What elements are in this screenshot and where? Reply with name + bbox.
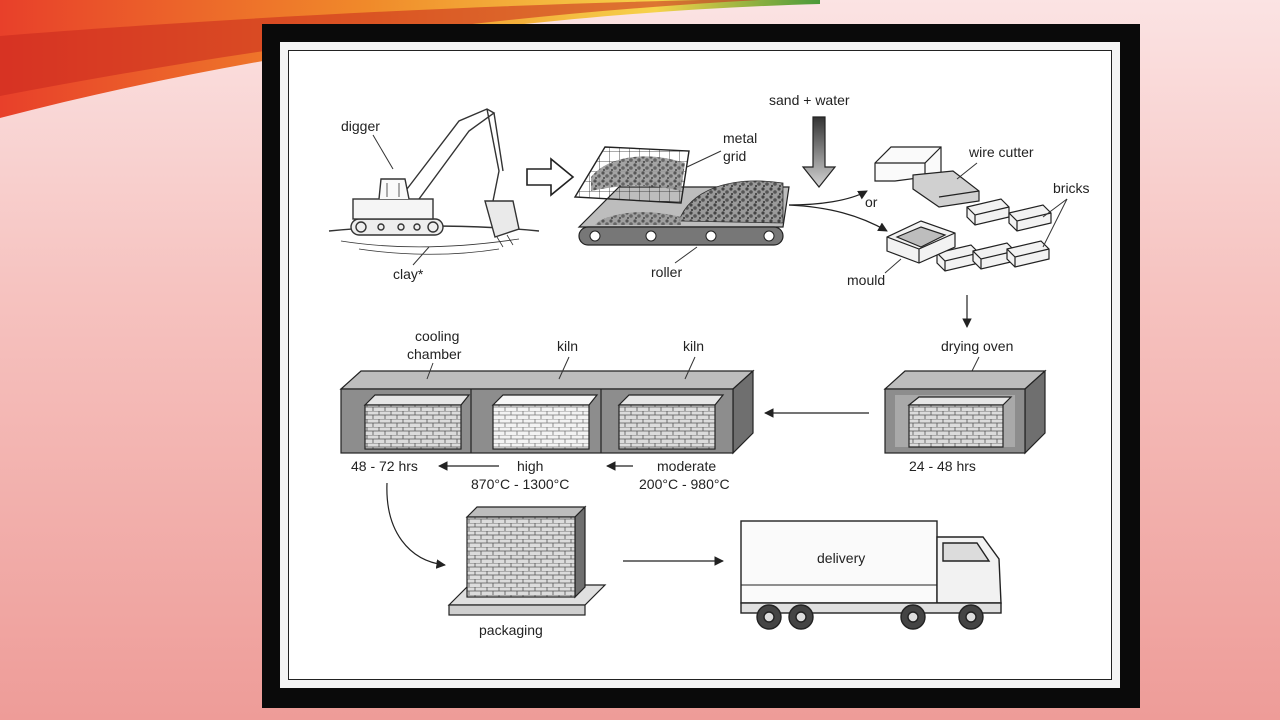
leader-kiln-high [558,356,570,380]
label-chamber: chamber [407,346,462,362]
label-moderate-temp: 200°C - 980°C [639,476,730,492]
hollow-arrow-right [526,157,575,197]
label-grid: grid [723,148,746,164]
metal-grid [573,146,690,204]
leader-metal-grid [686,150,722,168]
leader-clay [412,246,430,266]
label-packaging: packaging [479,622,543,638]
drying-oven-box [883,369,1047,455]
kiln-tunnel [339,369,755,455]
leader-digger [372,134,394,170]
conveyor-roller [577,180,790,246]
arrow-to-packaging [386,482,446,569]
label-roller: roller [651,264,682,280]
leader-roller [674,246,698,264]
wire-cutter-illustration [874,146,980,208]
decorative-swoosh [0,0,820,118]
label-or: or [865,194,878,210]
leader-drying-oven [970,356,980,374]
leader-bricks-bottom [1042,198,1068,248]
arrow-to-mould [788,204,888,232]
mould-illustration [886,220,956,264]
label-drying-oven: drying oven [941,338,1013,354]
leader-wire-cutter [956,162,978,180]
label-sand-water: sand + water [769,92,850,108]
leader-cooling-chamber [426,362,434,380]
image-frame: digger clay* [262,24,1140,708]
label-wire-cutter: wire cutter [968,144,1034,160]
sand-water-arrow [801,116,837,188]
brick-manufacturing-diagram: digger clay* [328,92,1090,638]
label-digger: digger [341,118,380,134]
label-high: high [517,458,543,474]
leader-mould [884,258,902,274]
label-mould: mould [847,272,885,288]
label-cooling-time: 48 - 72 hrs [351,458,418,474]
label-metal: metal [723,130,757,146]
label-delivery: delivery [817,550,865,566]
label-drying-time: 24 - 48 hrs [909,458,976,474]
leader-bricks-top [1042,198,1068,218]
label-high-temp: 870°C - 1300°C [471,476,569,492]
bricks-group [936,198,1052,272]
label-kiln-moderate: kiln [683,338,704,354]
leader-kiln-moderate [684,356,696,380]
label-bricks: bricks [1053,180,1090,196]
label-cooling: cooling [415,328,459,344]
image-frame-inner: digger clay* [278,40,1122,690]
label-kiln-high: kiln [557,338,578,354]
process-diagram-panel: digger clay* [288,50,1112,680]
delivery-truck [740,520,1002,630]
packaging-pallet [447,505,607,616]
label-moderate: moderate [657,458,716,474]
label-clay: clay* [393,266,424,282]
arrow-to-wire-cutter [788,190,868,206]
digger-illustration [328,108,540,255]
